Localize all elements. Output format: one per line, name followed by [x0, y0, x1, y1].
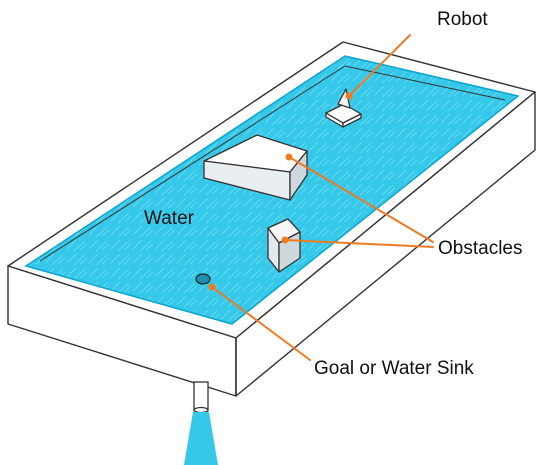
annotation-arrows — [208, 34, 434, 361]
drain-pipe — [193, 381, 209, 414]
obstacles-label: Obstacles — [438, 238, 522, 259]
goal-sink-hole — [195, 273, 211, 285]
goal-label: Goal or Water Sink — [314, 358, 474, 379]
inner-rim-line — [39, 65, 506, 262]
water-stream — [184, 412, 218, 465]
obstacle-large — [203, 134, 308, 201]
robot-label: Robot — [437, 9, 488, 30]
water-label: Water — [144, 208, 195, 229]
